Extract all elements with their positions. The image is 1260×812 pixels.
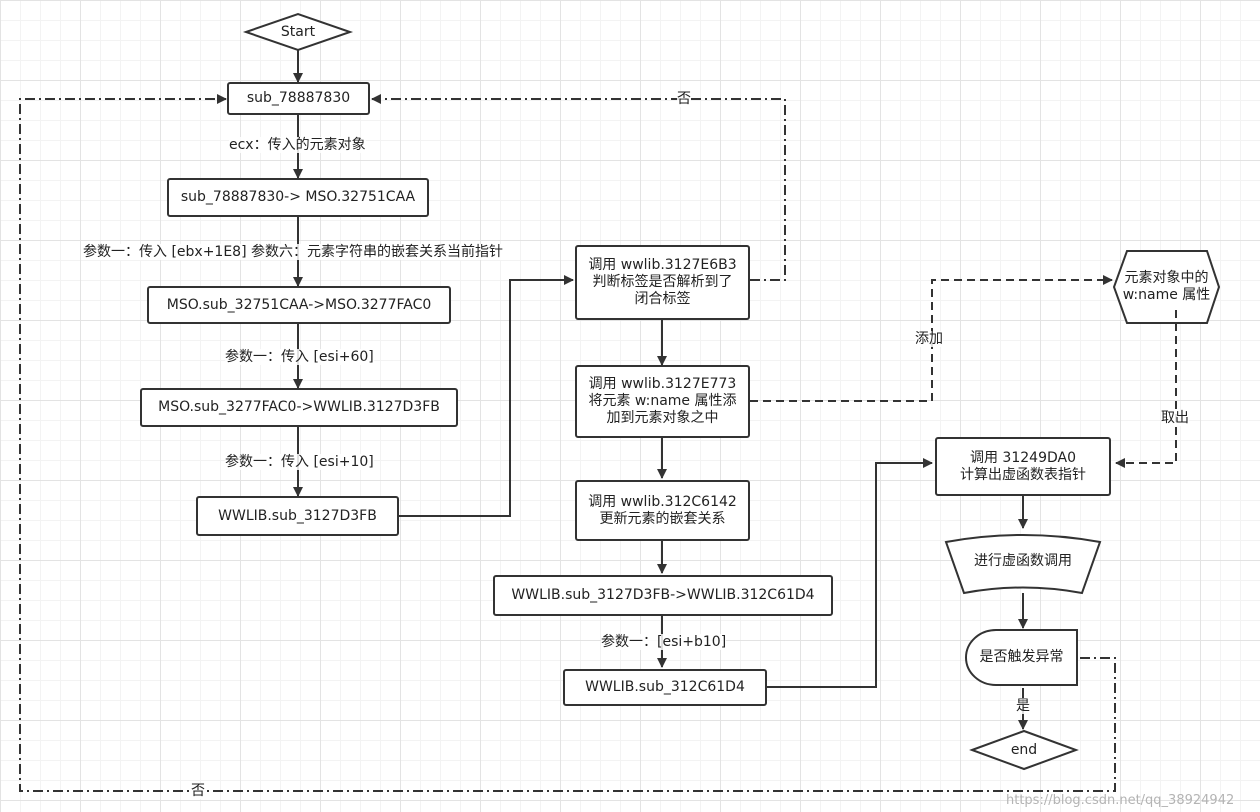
mso-to-wwlib-node: MSO.sub_3277FAC0->WWLIB.3127D3FB (140, 388, 458, 427)
edge-label-ecx: ecx：传入的元素对象 (229, 137, 366, 153)
call-3127e6b3-node: 调用 wwlib.3127E6B3 判断标签是否解析到了 闭合标签 (575, 245, 750, 320)
start-shape (242, 12, 354, 52)
wwlib-to-wwlib-node: WWLIB.sub_3127D3FB->WWLIB.312C61D4 (493, 575, 833, 616)
wwlib-3127d3fb-node: WWLIB.sub_3127D3FB (196, 496, 399, 536)
edge-label-yes: 是 (1016, 698, 1030, 714)
element-wname-node: 元素对象中的 w:name 属性 (1122, 270, 1211, 303)
edge-label-no-top: 否 (677, 91, 691, 107)
edge-label-param-esi10: 参数一：传入 [esi+10] (225, 454, 374, 470)
start-node: Start (280, 23, 316, 40)
call-31249da0-node: 调用 31249DA0 计算出虚函数表指针 (935, 437, 1111, 496)
sub-78887830-node: sub_78887830 (227, 82, 370, 115)
edge-label-param-esib10: 参数一：[esi+b10] (601, 634, 727, 650)
call-312c6142-node: 调用 wwlib.312C6142 更新元素的嵌套关系 (575, 480, 750, 541)
mso-to-mso-node: MSO.sub_32751CAA->MSO.3277FAC0 (147, 286, 451, 324)
virtual-call-shape (944, 534, 1102, 595)
sub-to-mso-node: sub_78887830-> MSO.32751CAA (167, 178, 429, 217)
exception-check-node: 是否触发异常 (979, 649, 1064, 665)
end-node: end (1010, 741, 1038, 758)
edge-label-param-esi60: 参数一：传入 [esi+60] (225, 349, 374, 365)
watermark-text: https://blog.csdn.net/qq_38924942 (1006, 793, 1235, 808)
edge-label-no-bottom: 否 (191, 783, 205, 799)
virtual-call-node: 进行虚函数调用 (974, 552, 1072, 569)
edge-label-param-ebx: 参数一：传入 [ebx+1E8] 参数六：元素字符串的嵌套关系当前指针 (83, 244, 503, 260)
edge-label-take: 取出 (1161, 410, 1189, 426)
element-wname-shape (1112, 250, 1221, 324)
call-3127e773-node: 调用 wwlib.3127E773 将元素 w:name 属性添 加到元素对象之… (575, 365, 750, 438)
edge-label-add: 添加 (915, 331, 943, 347)
wwlib-312c61d4-node: WWLIB.sub_312C61D4 (563, 669, 767, 706)
end-shape (969, 729, 1079, 771)
exception-check-shape (965, 629, 1078, 686)
